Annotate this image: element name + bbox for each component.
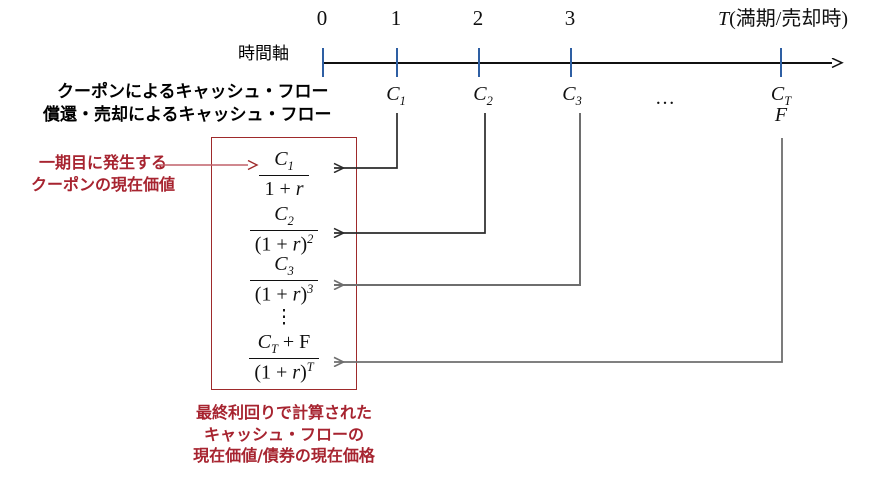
timeline-axis <box>322 62 832 64</box>
axis-tick-0 <box>322 48 324 77</box>
left-annotation-line2: クーポンの現在価値 <box>30 174 175 194</box>
left-annotation-line1: 一期目に発生する <box>38 153 167 172</box>
axis-tick-1 <box>396 48 398 77</box>
left-annotation: 一期目に発生する クーポンの現在価値 <box>8 152 198 195</box>
cashflow-symbol-c3: C3 <box>562 83 582 108</box>
fraction-2-denominator: (1 + r)2 <box>249 229 319 256</box>
cashflow-symbol-F: F <box>774 104 788 126</box>
axis-tick-2 <box>478 48 480 77</box>
bottom-annotation-line2: キャッシュ・フローの <box>203 424 364 444</box>
fraction-4-numerator: CT + F <box>257 331 311 356</box>
tick-label-2: 2 <box>472 6 484 30</box>
axis-tick-T <box>780 48 782 77</box>
fraction-3-denominator: (1 + r)3 <box>249 279 319 306</box>
fraction-1: C1 1 + r <box>259 148 309 200</box>
fraction-2-numerator: C2 <box>274 203 294 228</box>
fraction-3: C3 (1 + r)3 <box>249 253 319 306</box>
redemption-cashflow-label: 償還・売却によるキャッシュ・フロー <box>43 105 332 125</box>
connector-c3 <box>334 113 581 285</box>
tick-label-1: 1 <box>390 6 402 30</box>
axis-tick-3 <box>570 48 572 77</box>
cashflow-symbol-c1: C1 <box>386 83 406 108</box>
bottom-annotation-line1: 最終利回りで計算された <box>195 403 372 422</box>
cashflow-symbol-c2: C2 <box>473 83 493 108</box>
formula-row-1: C1 1 + r <box>211 148 357 200</box>
cashflow-ellipsis: … <box>655 87 676 109</box>
bottom-annotation: 最終利回りで計算された キャッシュ・フローの 現在価値/債券の現在価格 <box>144 402 424 467</box>
formula-row-4: CT + F (1 + r)T <box>211 331 357 384</box>
tick-label-T-rest: (満期/売却時) <box>729 8 849 30</box>
coupon-cashflow-label: クーポンによるキャッシュ・フロー <box>57 82 329 102</box>
formula-row-2: C2 (1 + r)2 <box>211 203 357 256</box>
axis-name-label: 時間軸 <box>238 44 289 64</box>
fraction-3-numerator: C3 <box>274 253 294 278</box>
tick-label-0: 0 <box>316 6 328 30</box>
tick-label-3: 3 <box>564 6 576 30</box>
formula-vertical-ellipsis: ⋮ <box>274 307 294 328</box>
fraction-1-numerator: C1 <box>274 148 294 173</box>
connector-cT <box>334 138 783 362</box>
formula-row-3: C3 (1 + r)3 <box>211 253 357 306</box>
tick-label-T: T(満期/売却時) <box>718 9 848 29</box>
tick-label-T-var: T <box>718 8 730 30</box>
fraction-2: C2 (1 + r)2 <box>249 203 319 256</box>
cashflow-symbol-cT: CT <box>770 83 792 108</box>
bottom-annotation-line3: 現在価値/債券の現在価格 <box>193 446 375 466</box>
fraction-4-denominator: (1 + r)T <box>249 357 319 384</box>
fraction-4: CT + F (1 + r)T <box>249 331 319 384</box>
fraction-1-denominator: 1 + r <box>259 174 309 200</box>
